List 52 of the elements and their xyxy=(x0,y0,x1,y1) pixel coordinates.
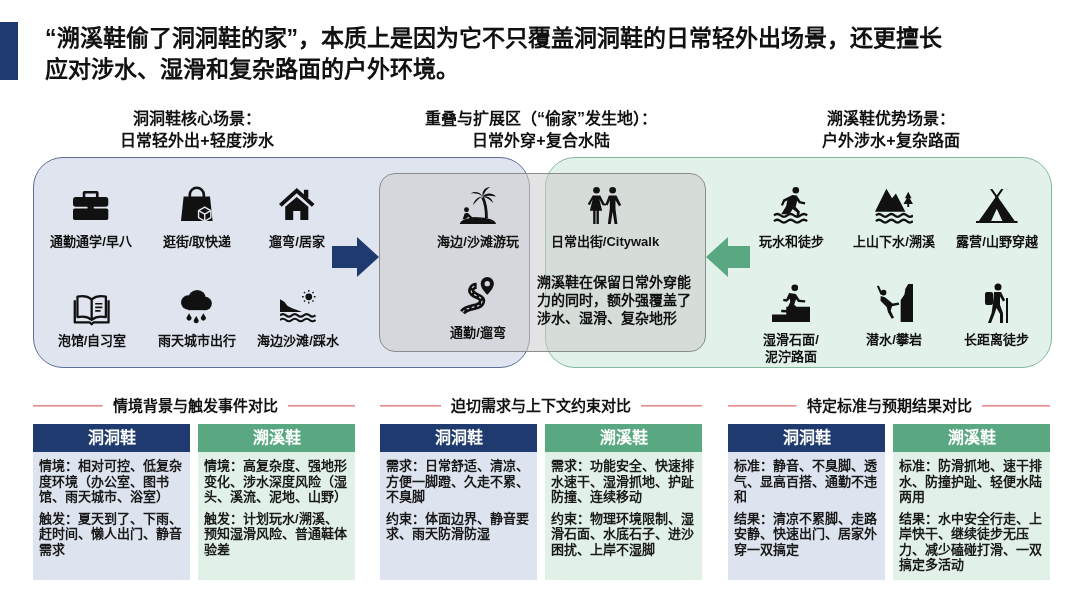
scene-label: 湿滑石面/泥泞路面 xyxy=(762,331,820,365)
scene-label: 通勤通学/早八 xyxy=(50,233,132,250)
scene-label: 逛街/取快递 xyxy=(162,233,232,250)
comparison-card xyxy=(380,424,537,580)
block-arrow xyxy=(332,237,379,277)
card-header: 溯溪鞋 xyxy=(198,424,355,452)
comparison-card xyxy=(198,424,355,580)
scene-label: 露营/山野穿越 xyxy=(956,233,1038,250)
card-text: 结果：清凉不累脚、走路安静、快速出门、居家外穿一双搞定 xyxy=(734,510,878,557)
card-text: 标准：防滑抓地、速干排水、防撞护趾、轻便水陆两用 xyxy=(899,458,1043,505)
card-text: 约束：体面边界、静音要求、雨天防滑防湿 xyxy=(386,510,530,542)
card-text: 情境：高复杂度、强地形变化、涉水深度风险（湿头、溪流、泥地、山野） xyxy=(204,458,348,505)
comparison-card xyxy=(893,424,1050,580)
card-header: 洞洞鞋 xyxy=(33,424,190,452)
overlap-note: 溯溪鞋在保留日常外穿能力的同时，额外强覆盖了涉水、湿滑、复杂地形 xyxy=(537,273,692,327)
scene-label: 通勤/遛弯 xyxy=(450,324,506,341)
card-header: 洞洞鞋 xyxy=(380,424,537,452)
section-heading: 迫切需求与上下文约束对比 xyxy=(451,396,631,416)
page-title: “溯溪鞋偷了洞洞鞋的家”，本质上是因为它不只覆盖洞洞鞋的日常轻外出场景，还更擅长应对涉水、湿滑和复杂路面的户外环境。 xyxy=(45,24,943,84)
card-text: 约束：物理环境限制、湿滑石面、水底石子、进沙困扰、上岸不湿脚 xyxy=(551,510,695,557)
scene-label: 潜水/攀岩 xyxy=(866,331,922,348)
card-text: 情境：相对可控、低复杂度环境（办公室、图书馆、雨天城市、浴室） xyxy=(39,458,183,505)
card-text: 结果：水中安全行走、上岸快干、继续徒步无压力、减少磕碰打滑、一双搞定多活动 xyxy=(899,510,1043,573)
scene-label: 日常出街/Citywalk xyxy=(550,233,660,250)
section-heading: 特定标准与预期结果对比 xyxy=(806,396,972,416)
panel-heading: 溯溪鞋优势场景： xyxy=(827,108,955,129)
card-header: 溯溪鞋 xyxy=(545,424,702,452)
scene-label: 海边/沙滩游玩 xyxy=(437,233,519,250)
card-header: 溯溪鞋 xyxy=(893,424,1050,452)
section-heading: 情境背景与触发事件对比 xyxy=(112,396,278,416)
scene-label: 长距离徒步 xyxy=(963,331,1029,348)
scene-label: 泡馆/自习室 xyxy=(57,332,127,349)
panel-heading: 重叠与扩展区（“偷家”发生地）： xyxy=(425,108,657,129)
card-header: 洞洞鞋 xyxy=(728,424,885,452)
scene-label: 上山下水/溯溪 xyxy=(853,233,935,250)
comparison-card xyxy=(728,424,885,580)
card-text: 需求：日常舒适、清凉、方便一脚蹬、久走不累、不臭脚 xyxy=(386,458,530,505)
card-text: 触发：夏天到了、下雨、赶时间、懒人出门、静音需求 xyxy=(39,510,183,557)
panel-heading: 日常外穿+复合水陆 xyxy=(472,131,610,151)
card-text: 标准：静音、不臭脚、透气、显高百搭、通勤不违和 xyxy=(734,458,878,505)
comparison-card xyxy=(33,424,190,580)
scene-label: 海边沙滩/踩水 xyxy=(257,332,339,349)
scene-label: 雨天城市出行 xyxy=(158,332,236,349)
card-text: 需求：功能安全、快速排水速干、湿滑抓地、护趾防撞、连续移动 xyxy=(551,458,695,505)
panel-heading: 户外涉水+复杂路面 xyxy=(822,130,960,151)
card-text: 触发：计划玩水/溯溪、预知湿滑风险、普通鞋体验差 xyxy=(204,510,348,557)
panel-heading: 日常轻外出+轻度涉水 xyxy=(120,130,274,151)
panel-heading: 洞洞鞋核心场景： xyxy=(133,108,261,129)
block-arrow xyxy=(706,237,750,277)
scene-label: 玩水和徒步 xyxy=(758,233,824,250)
scene-label: 遛弯/居家 xyxy=(269,233,325,250)
comparison-card xyxy=(545,424,702,580)
